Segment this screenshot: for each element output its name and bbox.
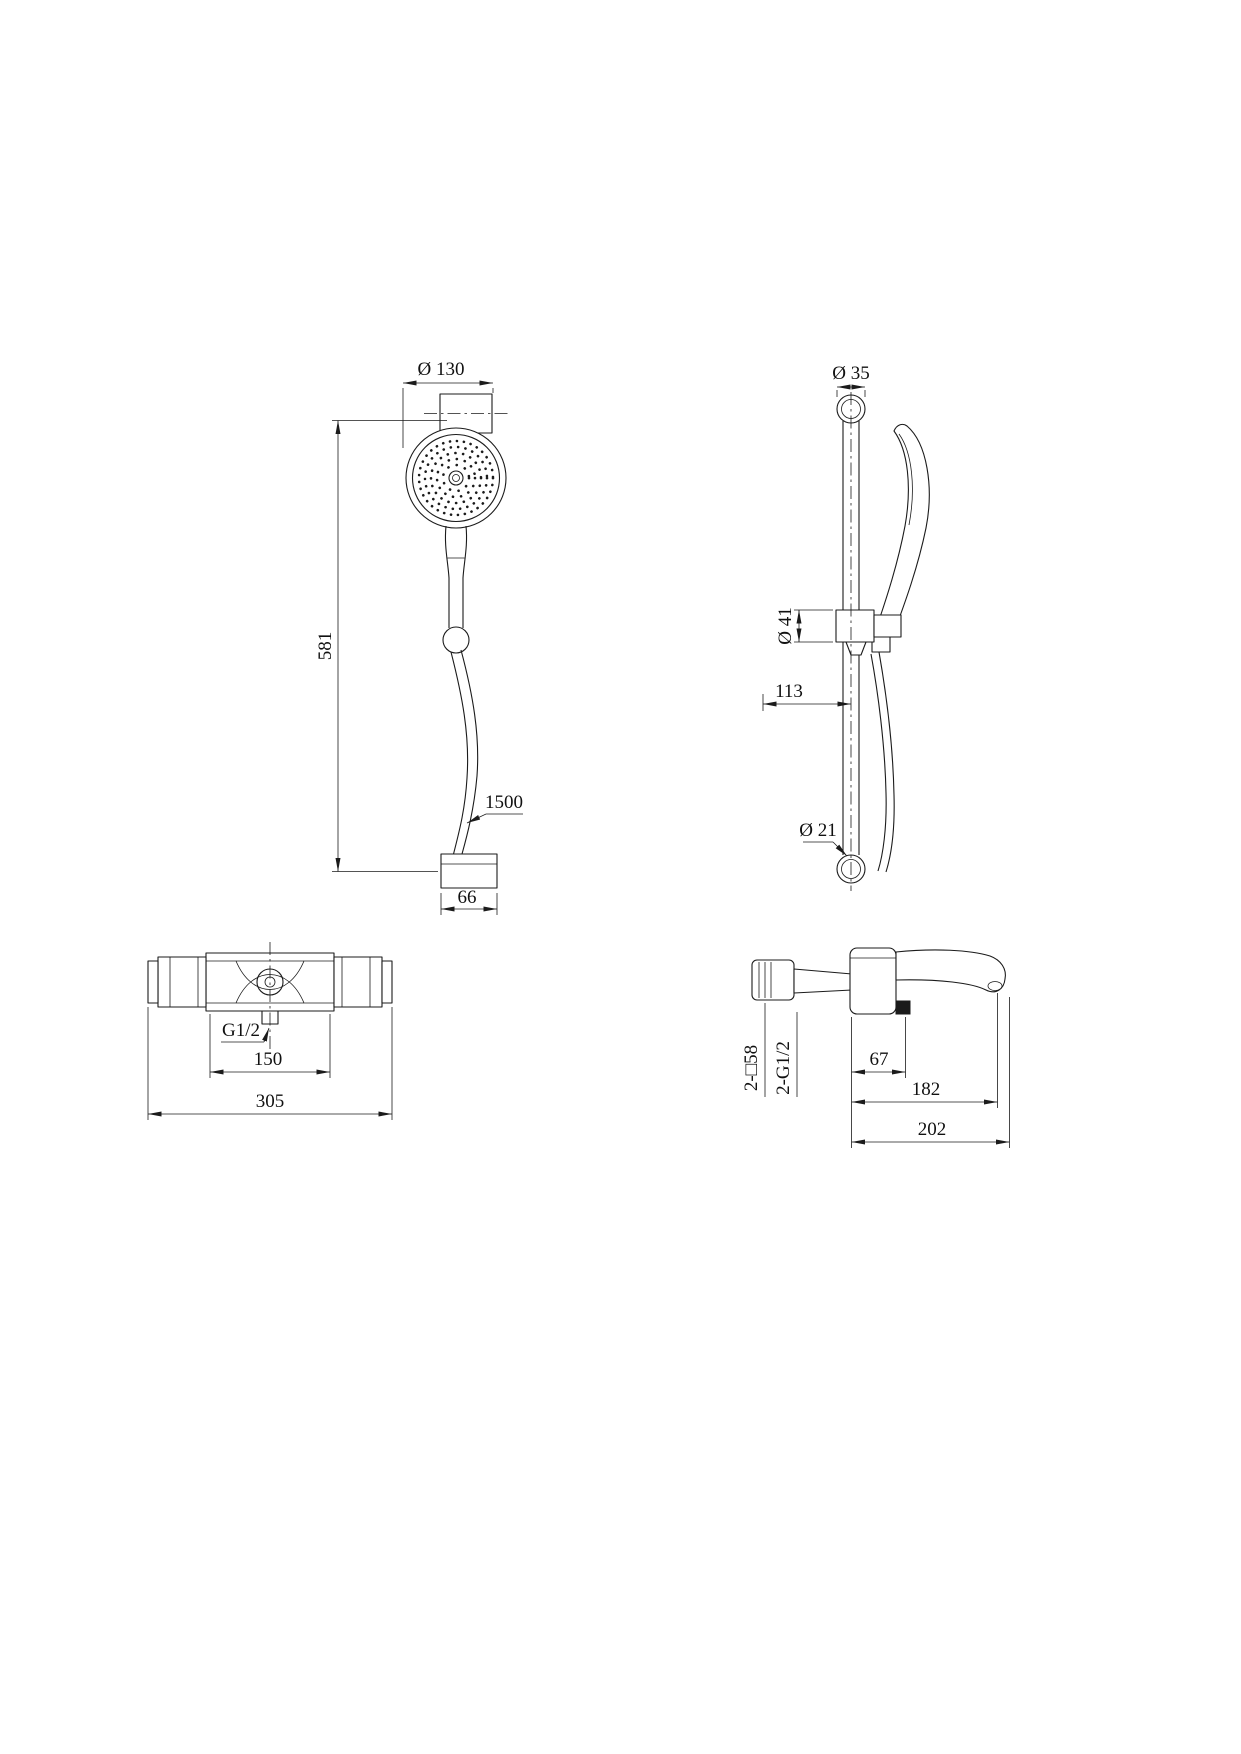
dim-inlet-thread: 2-G1/2 xyxy=(773,1012,798,1097)
dim-label-offset: 113 xyxy=(775,681,803,702)
dim-label-union-width: 66 xyxy=(458,887,477,908)
dim-label-overall-height: 581 xyxy=(315,632,336,661)
dim-label-escutcheon: 2-□58 xyxy=(741,1045,762,1091)
dim-inlet-spacing: 150 xyxy=(209,1014,331,1078)
dim-head-diameter: Ø 130 xyxy=(402,359,494,448)
dim-label-inlet-spacing: 150 xyxy=(254,1049,283,1070)
spout xyxy=(895,949,1006,993)
shower-handle xyxy=(444,525,468,628)
view-mixer-side: 2-□58 2-G1/2 67 182 202 xyxy=(741,947,1010,1148)
dim-label-overall-depth: 202 xyxy=(918,1119,947,1140)
dim-offset: 113 xyxy=(762,681,851,711)
dim-holder-diameter: Ø 41 xyxy=(775,607,833,645)
shower-head-faceplate xyxy=(411,433,501,523)
dim-center-to-inlet: 67 xyxy=(851,1017,906,1078)
dim-escutcheon: 2-□58 xyxy=(741,1003,766,1097)
shower-head-outer xyxy=(405,427,507,529)
dim-bar-tube: Ø 21 xyxy=(799,820,848,857)
dim-hose-length: 1500 xyxy=(466,792,523,824)
dim-label-overall-width: 305 xyxy=(256,1091,285,1112)
dim-label-top-flange: Ø 35 xyxy=(832,363,869,384)
head-center-cap xyxy=(448,470,464,486)
dim-overall-depth: 202 xyxy=(851,997,1010,1148)
valve-body-side xyxy=(849,947,897,1015)
dim-label-inlet-thread: 2-G1/2 xyxy=(773,1041,794,1095)
shower-hose xyxy=(450,649,479,857)
dim-label-bar-tube: Ø 21 xyxy=(799,820,836,841)
dim-overall-width: 305 xyxy=(147,1007,393,1120)
slide-bar-hose xyxy=(870,651,895,873)
head-center-dot xyxy=(452,474,460,482)
dim-label-head-diameter: Ø 130 xyxy=(418,359,465,380)
dim-spout-reach: 182 xyxy=(851,993,998,1108)
dim-label-outlet-thread: G1/2 xyxy=(222,1020,260,1041)
mixer-body-front xyxy=(147,952,393,1025)
dim-outlet-thread: G1/2 xyxy=(221,1020,270,1043)
dim-top-flange: Ø 35 xyxy=(832,363,870,397)
dim-overall-height: 581 xyxy=(315,420,447,872)
dim-label-spout-reach: 182 xyxy=(912,1079,941,1100)
bottom-flange-inner xyxy=(841,859,861,879)
lever-handle xyxy=(751,959,853,1001)
aerator xyxy=(987,981,1003,991)
view-slide-bar-side: Ø 35 Ø 41 113 Ø 21 xyxy=(762,363,930,891)
inlet-seal xyxy=(895,1000,911,1015)
dim-union-width: 66 xyxy=(440,887,498,915)
view-mixer-front: G1/2 150 305 xyxy=(147,942,393,1120)
dim-label-holder-diameter: Ø 41 xyxy=(775,607,796,644)
hand-shower-side xyxy=(875,423,930,636)
view-hand-shower-front: Ø 130 581 1500 66 xyxy=(315,359,523,915)
shower-holder xyxy=(835,609,902,656)
wall-union xyxy=(440,853,498,889)
hose-ball-joint xyxy=(442,626,470,654)
dim-label-center-to-inlet: 67 xyxy=(870,1049,889,1070)
spray-nozzle-rings xyxy=(417,439,495,517)
dim-label-hose-length: 1500 xyxy=(485,792,523,813)
